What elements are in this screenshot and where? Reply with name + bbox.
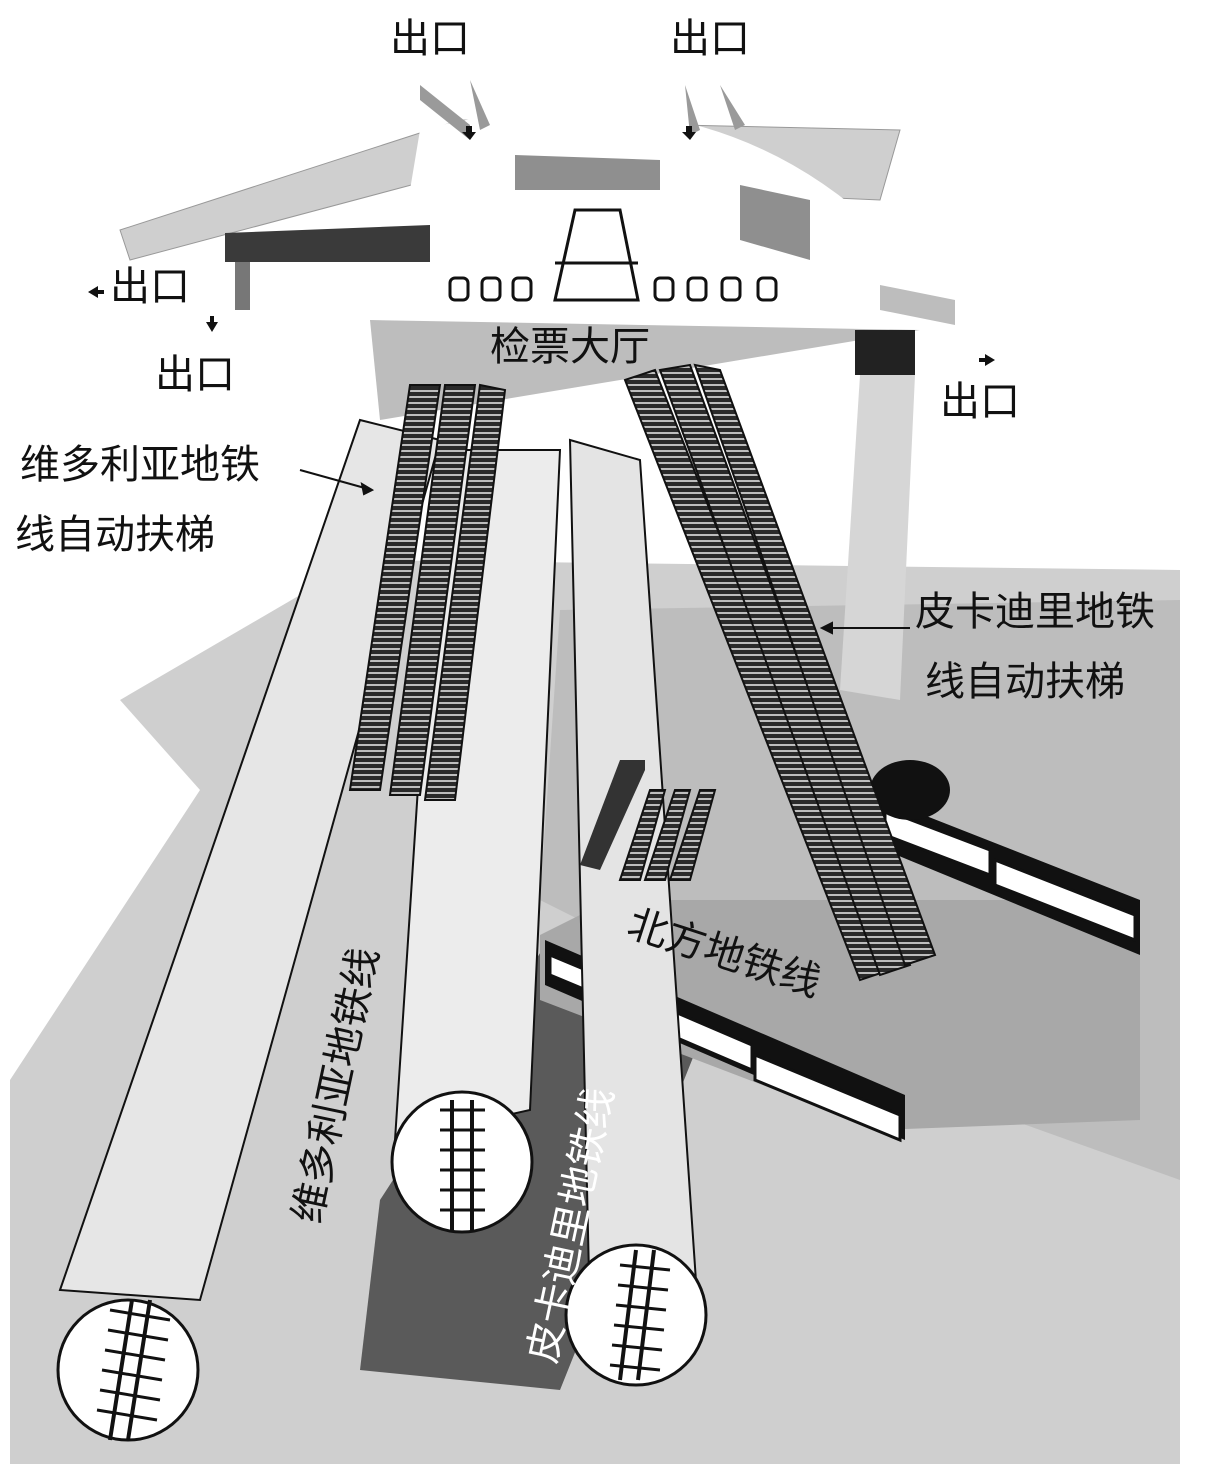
exit-label-top-right: 出口 <box>670 16 750 62</box>
exit-label-right: 出口 <box>940 379 1020 425</box>
railway-track-icon <box>96 1100 671 1441</box>
exit-label-lower-left: 出口 <box>155 352 235 398</box>
exit-label-top-left: 出口 <box>390 16 470 62</box>
ticket-gate-icon <box>448 276 778 302</box>
piccadilly-escalators <box>623 363 937 982</box>
victoria-escalator-label-1: 维多利亚地铁 <box>20 442 260 488</box>
northern-line-tunnel <box>540 760 1140 1143</box>
exit-label-left: 出口 <box>110 264 190 310</box>
victoria-escalator-label-2: 线自动扶梯 <box>15 512 215 558</box>
ticket-hall <box>119 80 955 700</box>
escalator-icon <box>580 760 717 881</box>
piccadilly-escalator-label-1: 皮卡迪里地铁 <box>915 589 1155 635</box>
tunnel-portals <box>56 1090 708 1442</box>
victoria-escalators <box>348 383 507 801</box>
hall-label: 检票大厅 <box>490 324 650 370</box>
annotation-pointers <box>299 469 910 635</box>
piccadilly-escalator-label-2: 线自动扶梯 <box>925 659 1125 705</box>
exit-arrow-icon <box>88 126 995 366</box>
